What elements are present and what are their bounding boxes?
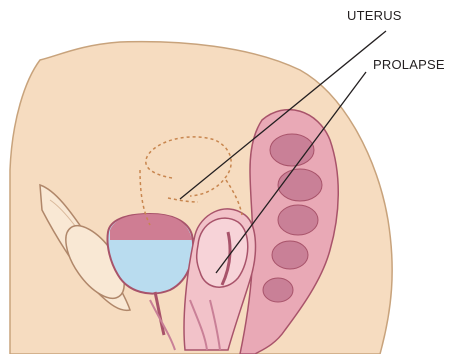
uterus-label: UTERUS [347, 8, 402, 23]
prolapse-label: PROLAPSE [373, 57, 445, 72]
